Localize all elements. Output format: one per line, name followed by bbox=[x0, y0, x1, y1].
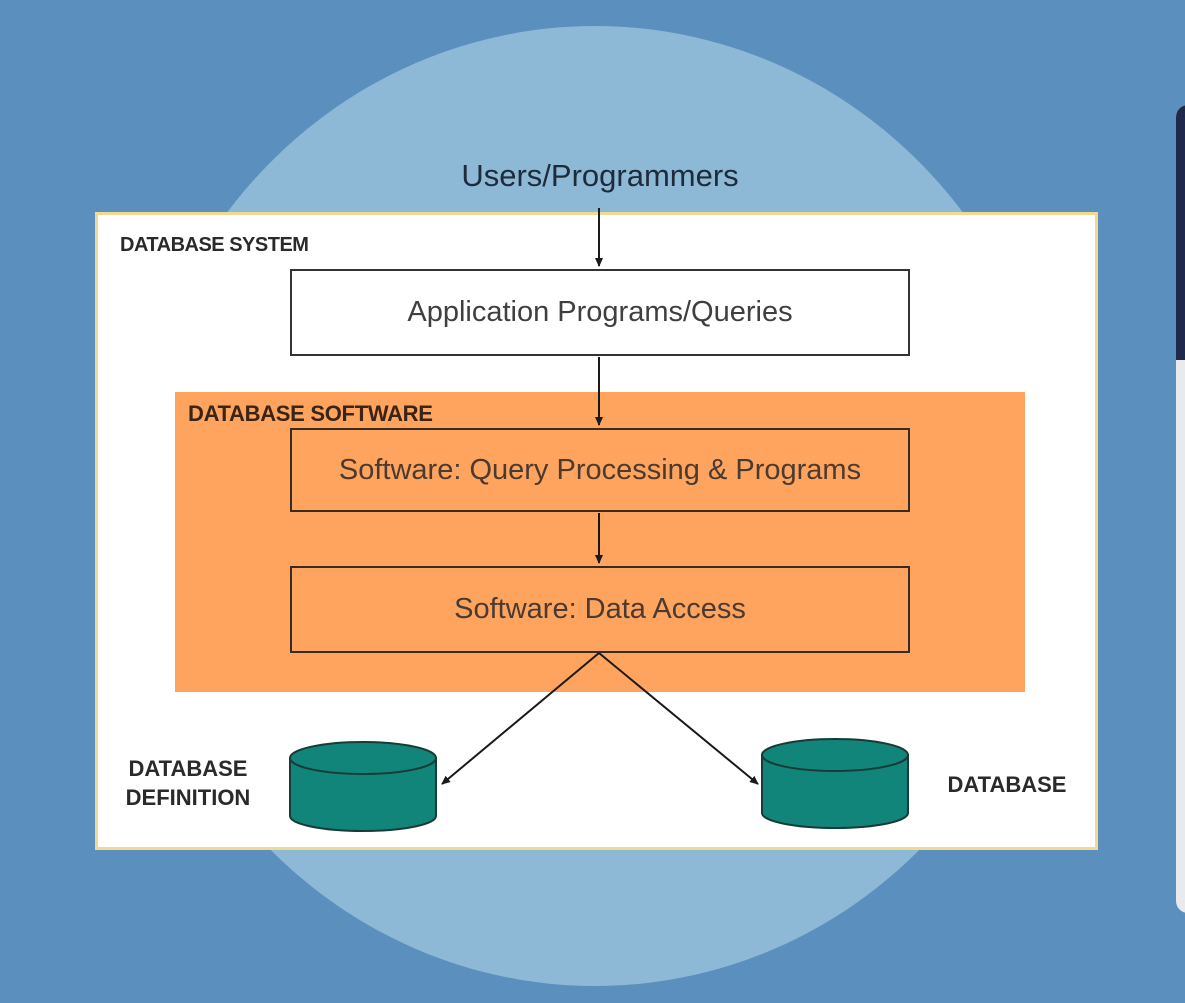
database-cylinder-icon bbox=[761, 738, 909, 829]
application-programs-box: Application Programs/Queries bbox=[290, 269, 910, 356]
side-panel-edge bbox=[1176, 105, 1185, 913]
data-access-box: Software: Data Access bbox=[290, 566, 910, 653]
arrow-access-to-definition bbox=[441, 652, 600, 785]
database-label: DATABASE bbox=[947, 772, 1067, 797]
database-definition-label-line2: DEFINITION bbox=[125, 785, 251, 810]
query-processing-box: Software: Query Processing & Programs bbox=[290, 428, 910, 512]
side-panel-header bbox=[1176, 105, 1185, 360]
database-definition-label-line1: DATABASE bbox=[128, 756, 248, 781]
arrow-access-to-database bbox=[598, 652, 759, 785]
database-definition-cylinder-icon bbox=[289, 741, 437, 832]
database-definition-label: DATABASE DEFINITION bbox=[106, 754, 270, 812]
users-programmers-label: Users/Programmers bbox=[461, 158, 739, 193]
database-system-label: DATABASE SYSTEM bbox=[120, 234, 309, 256]
database-software-label: DATABASE SOFTWARE bbox=[188, 401, 433, 426]
